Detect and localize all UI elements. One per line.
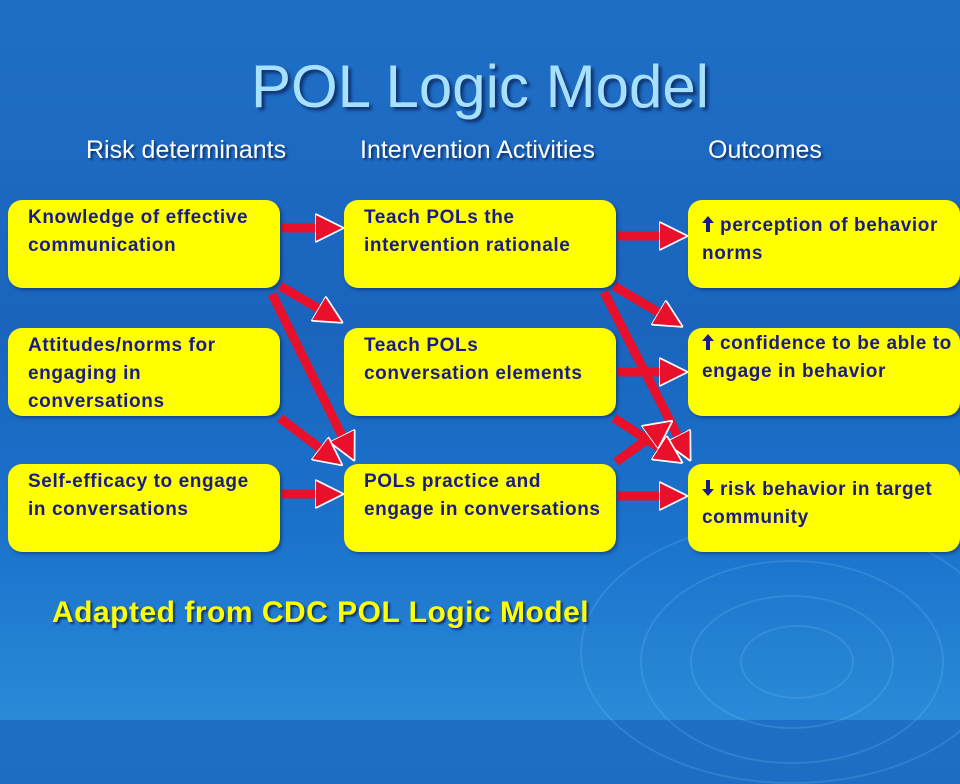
column-header-outcomes: Outcomes (708, 136, 822, 164)
up-arrow-icon (702, 330, 714, 358)
arrow-attitudes-to-practice (277, 414, 338, 462)
source-caption: Adapted from CDC POL Logic Model (52, 596, 590, 629)
risk-box-knowledge: Knowledge of effective communication (8, 200, 280, 288)
column-header-intervention: Intervention Activities (360, 136, 595, 164)
risk-box-self-efficacy: Self-efficacy to engage in conversations (8, 464, 280, 552)
intervention-box-rationale: Teach POLs the intervention rationale (344, 200, 616, 288)
risk-box-attitudes: Attitudes/norms for engaging in conversa… (8, 328, 280, 416)
outcome-text: confidence to be able to engage in behav… (702, 333, 952, 382)
connector-arrows (267, 0, 693, 720)
arrow-knowledge-to-elements (277, 282, 338, 320)
outcome-box-perception: perception of behavior norms (688, 200, 960, 288)
outcome-box-confidence: confidence to be able to engage in behav… (688, 328, 960, 416)
outcome-box-risk-behavior: risk behavior in target community (688, 464, 960, 552)
outcome-text: perception of behavior norms (702, 215, 939, 264)
up-arrow-icon (702, 212, 714, 240)
page-title: POL Logic Model (250, 53, 710, 120)
down-arrow-icon (702, 476, 714, 504)
intervention-box-elements: Teach POLs conversation elements (344, 328, 616, 416)
column-header-risk: Risk determinants (86, 136, 287, 164)
arrow-knowledge-to-practice (267, 292, 357, 456)
intervention-box-practice: POLs practice and engage in conversation… (344, 464, 616, 552)
arrow-rationale-to-confidence (611, 282, 678, 324)
outcome-text: risk behavior in target community (702, 479, 933, 528)
arrow-practice-to-confidence (613, 424, 668, 466)
